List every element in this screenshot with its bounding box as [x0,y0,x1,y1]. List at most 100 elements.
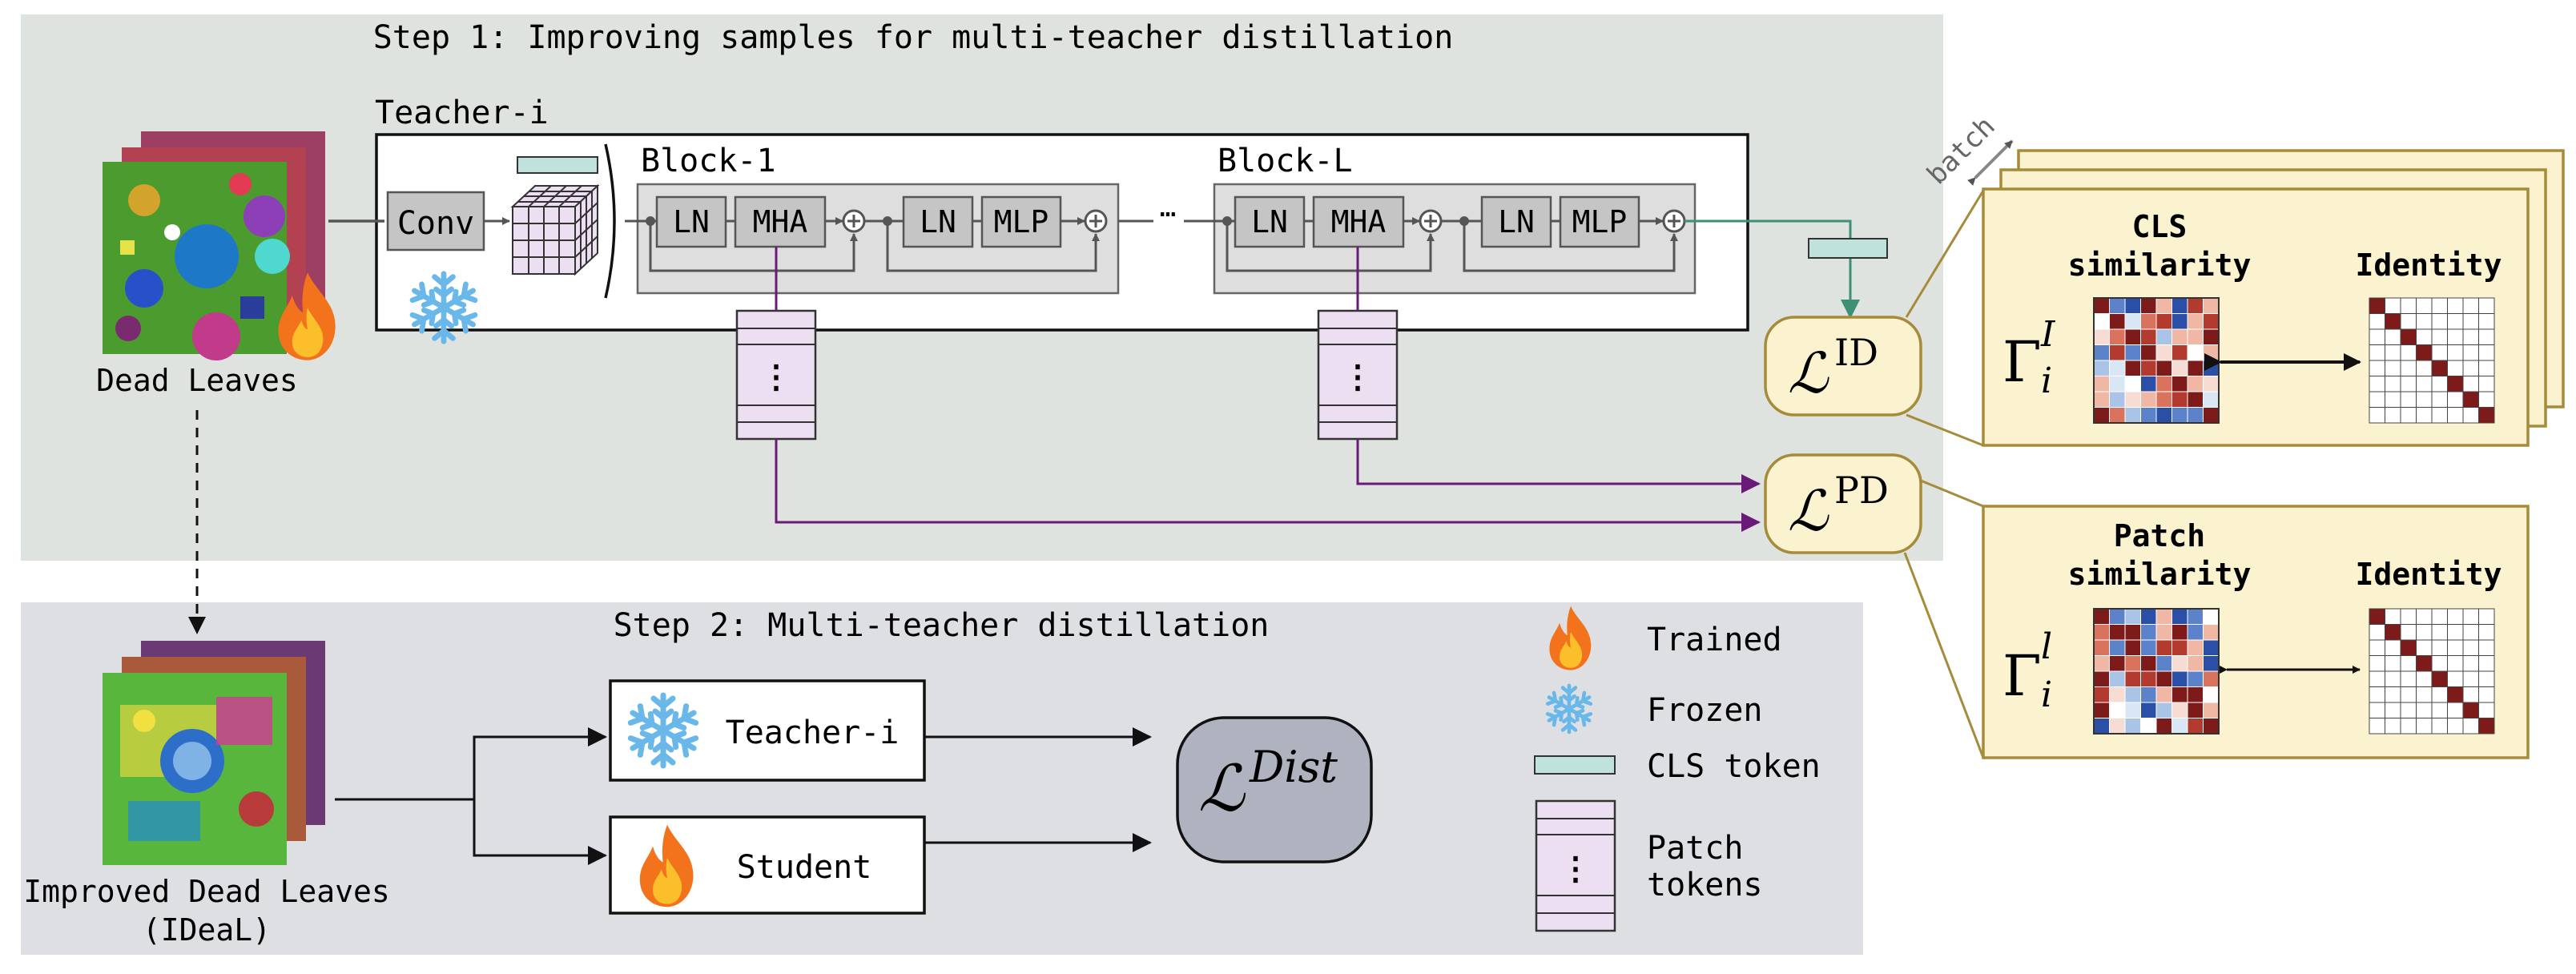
matrix-cell [2447,391,2464,408]
matrix-cell [2369,313,2385,330]
dead-leaves-label: Dead Leaves [96,363,298,398]
matrix-cell [2171,639,2188,656]
matrix-cell [2124,407,2141,424]
matrix-cell [2400,344,2417,361]
cls-title-1: CLS [2132,209,2188,244]
bracket [604,143,616,299]
matrix-cell [2093,670,2110,687]
loss-pd-symbol: ℒ [1788,478,1829,544]
matrix-cell [2187,608,2204,625]
matrix-cell [2400,718,2417,735]
matrix-cell [2140,376,2157,392]
matrix-cell [2369,407,2385,424]
matrix-cell [2155,670,2172,687]
matrix-cell [2431,313,2448,330]
matrix-cell [2171,407,2188,424]
matrix-cell [2093,407,2110,424]
matrix-cell [2203,686,2220,703]
matrix-cell [2416,376,2433,392]
matrix-cell [2462,376,2479,392]
matrix-cell [2447,670,2464,687]
matrix-cell [2155,608,2172,625]
matrix-cell [2171,297,2188,314]
matrix-cell [2400,360,2417,376]
dead-leaves-image [103,131,336,360]
matrix-cell [2416,328,2433,345]
matrix-cell [2416,360,2433,376]
dist-loss-sup: Dist [1249,742,1338,792]
matrix-cell [2093,376,2110,392]
matrix-cell [2416,344,2433,361]
matrix-cell [2416,407,2433,424]
matrix-cell [2187,624,2204,641]
matrix-cell [2400,624,2417,641]
matrix-cell [2140,297,2157,314]
matrix-cell [2140,718,2157,735]
matrix-cell [2369,360,2385,376]
matrix-cell [2171,313,2188,330]
matrix-cell [2203,328,2220,345]
matrix-cell [2462,360,2479,376]
matrix-cell [2478,344,2495,361]
matrix-cell [2203,313,2220,330]
patch-identity-matrix [2369,608,2495,735]
matrix-cell [2462,718,2479,735]
block1-title: Block-1 [641,143,776,179]
matrix-cell [2187,686,2204,703]
loss-id-sup: ID [1834,331,1878,374]
matrix-cell [2369,655,2385,672]
matrix-cell [2093,328,2110,345]
dist-loss-symbol: ℒ [1198,751,1246,826]
matrix-cell [2171,670,2188,687]
matrix-cell [2462,624,2479,641]
matrix-cell [2140,360,2157,376]
matrix-cell [2369,686,2385,703]
matrix-cell [2140,313,2157,330]
matrix-cell [2187,639,2204,656]
gamma-patch-sup: l [2041,626,2052,667]
matrix-cell [2462,297,2479,314]
matrix-cell [2140,686,2157,703]
loss-pd-sup: PD [1834,469,1889,512]
loss-pd-box [1764,453,1922,554]
matrix-cell [2093,655,2110,672]
matrix-cell [2140,407,2157,424]
matrix-cell [2093,686,2110,703]
conv-label: Conv [397,205,474,242]
matrix-cell [2187,407,2204,424]
dist-loss-box [1176,716,1373,863]
matrix-cell [2462,670,2479,687]
matrix-cell [2093,313,2110,330]
matrix-cell [2400,670,2417,687]
student-node-label: Student [737,849,872,886]
matrix-cell [2124,702,2141,718]
matrix-cell [2171,344,2188,361]
matrix-cell [2416,313,2433,330]
matrix-cell [2447,328,2464,345]
matrix-cell [2171,624,2188,641]
matrix-cell [2187,391,2204,408]
matrix-cell [2447,376,2464,392]
matrix-cell [2155,344,2172,361]
matrix-cell [2478,718,2495,735]
matrix-cell [2124,313,2141,330]
matrix-cell [2140,670,2157,687]
matrix-cell [2109,391,2126,408]
patch-arrow-L [1356,439,1761,493]
matrix-cell [2171,686,2188,703]
matrix-cell [2369,702,2385,718]
legend-cls-token: CLS token [1647,748,1821,785]
matrix-cell [2093,624,2110,641]
patch-title-1: Patch [2114,518,2205,553]
branch-to-teacher [473,727,607,799]
matrix-cell [2431,718,2448,735]
matrix-cell [2093,702,2110,718]
matrix-cell [2155,624,2172,641]
matrix-cell [2431,407,2448,424]
matrix-cell [2462,328,2479,345]
matrix-cell [2109,639,2126,656]
matrix-cell [2124,608,2141,625]
batch-arrow [1967,139,2014,186]
matrix-cell [2400,328,2417,345]
